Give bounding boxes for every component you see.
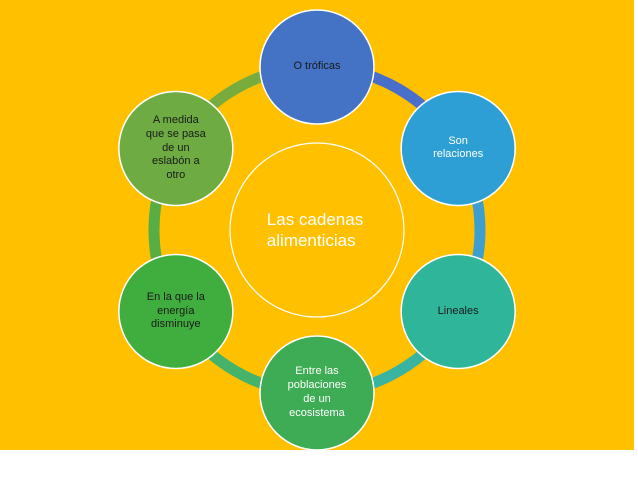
node-circle: [400, 90, 516, 207]
slide-background: Las cadenas alimenticias O tróficas Son …: [0, 0, 634, 450]
node-circle: [118, 253, 234, 370]
node-circle: [118, 90, 234, 207]
node-circles: [118, 9, 516, 450]
node-label-energia-disminuye: En la que la energía disminuye: [146, 290, 205, 331]
node-label-o-troficas: O tróficas: [293, 60, 341, 73]
node-circle: [259, 9, 375, 125]
cycle-diagram: [118, 9, 516, 450]
node-label-son-relaciones: Son relaciones: [433, 134, 484, 161]
center-circle: [229, 142, 405, 318]
node-circle: [400, 253, 516, 370]
node-circle: [259, 335, 375, 450]
node-label-entre-las-poblaciones: Entre las poblaciones de un ecosistema: [287, 365, 347, 419]
center-label: Las cadenas alimenticias: [266, 209, 364, 250]
node-label-a-medida: A medida que se pasa de un eslabón a otr…: [145, 114, 206, 182]
node-label-lineales: Lineales: [437, 304, 479, 317]
